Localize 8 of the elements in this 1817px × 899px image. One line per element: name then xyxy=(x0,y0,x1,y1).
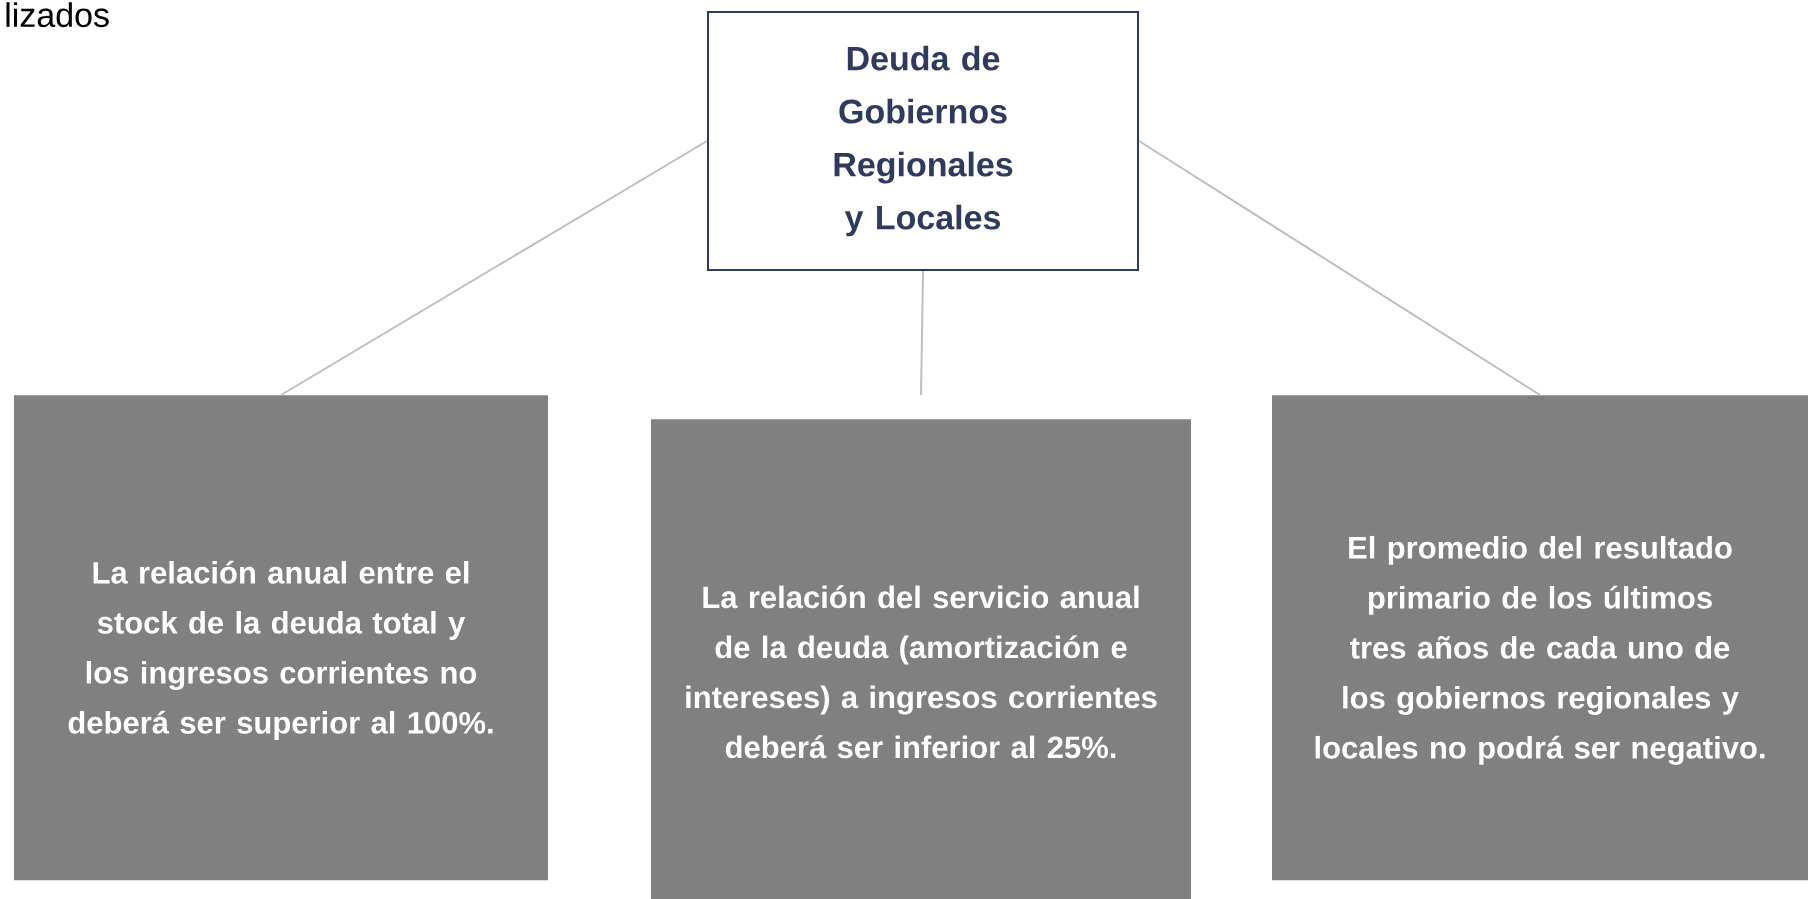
connector-line xyxy=(920,270,924,396)
title-box: Deuda de Gobiernos Regionales y Locales xyxy=(707,11,1139,271)
heading-fragment: lizados xyxy=(6,2,109,28)
text-box: La relación del servicio anual de la deuda (amortización e intereses) a ingresos corrientes deberá ser inferior al 25%. xyxy=(651,419,1191,899)
connector-line xyxy=(280,140,708,396)
connector-line xyxy=(1138,140,1541,396)
text-box: El promedio del resultado primario de los últimos tres años de cada uno de los gobiernos regionales y locales no podrá ser negativo. xyxy=(1272,395,1808,881)
text-box: La relación anual entre el stock de la deuda total y los ingresos corrientes no deberá ser superior al 100%. xyxy=(14,395,548,881)
